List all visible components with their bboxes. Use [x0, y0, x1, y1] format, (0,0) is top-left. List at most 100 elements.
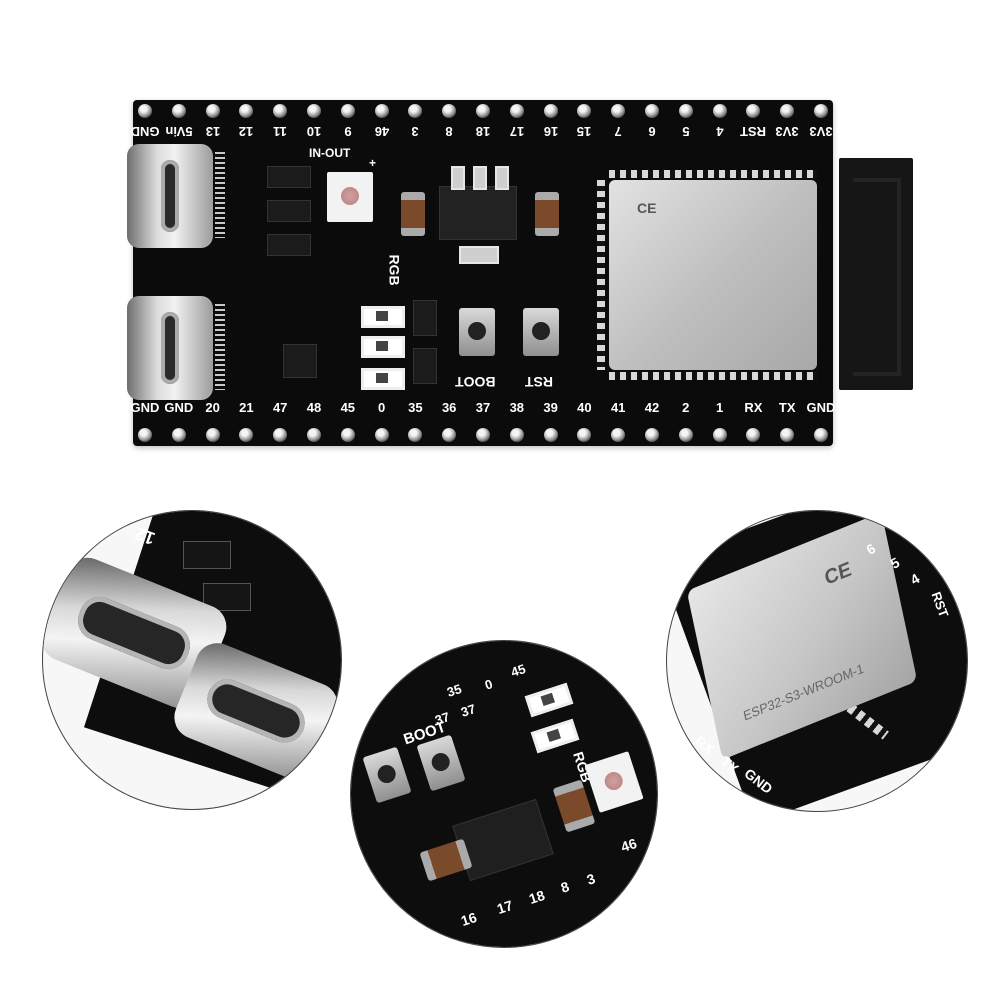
detail-module: CE ESP32-S3-WROOM-1 6 5 4 RST RX TX GND — [666, 510, 968, 812]
pin-label: GND — [130, 400, 160, 415]
header-pin — [205, 428, 220, 442]
module-pads-bottom — [609, 372, 817, 380]
header-pin — [273, 104, 288, 118]
pin-label: 2 — [682, 400, 690, 415]
module-shield: CE — [609, 180, 817, 370]
pin-label: 40 — [577, 400, 592, 415]
usb-c-port-2 — [127, 296, 213, 400]
pin-label: 39 — [543, 400, 558, 415]
header-pins-top — [138, 100, 828, 122]
header-pin — [746, 104, 761, 118]
diode-1 — [267, 166, 311, 188]
status-led-1 — [361, 306, 405, 328]
reset-button[interactable] — [523, 308, 559, 356]
pin-label: TX — [778, 400, 796, 415]
usb-port-2-pins — [215, 304, 225, 390]
header-pin — [645, 428, 659, 442]
detail-silk-rx: RX — [692, 732, 718, 758]
pin-label: 47 — [272, 400, 288, 415]
pin-label: 48 — [306, 400, 322, 415]
detail-buttons: 37 37 35 0 45 BOOT RGB 16 17 18 8 3 46 — [350, 640, 658, 948]
header-pin — [577, 428, 592, 442]
esp32-module: CE — [597, 170, 829, 380]
header-pin — [509, 104, 524, 118]
pin-label: 42 — [644, 400, 660, 415]
transistor-2 — [413, 348, 437, 384]
header-pin — [273, 428, 288, 442]
header-pin — [239, 104, 254, 118]
pin-label: 18 — [475, 124, 491, 139]
header-pin — [442, 104, 457, 118]
pin-label: 16 — [543, 124, 558, 139]
header-pin — [678, 104, 693, 118]
header-pin — [205, 104, 220, 118]
header-pin — [307, 104, 321, 118]
regulator-tab — [459, 246, 499, 264]
header-pin — [645, 104, 659, 118]
header-pin — [814, 104, 828, 118]
header-pin — [543, 428, 558, 442]
pin-label: 12 — [239, 124, 254, 139]
pin-label: 38 — [509, 400, 525, 415]
header-pin — [509, 428, 524, 442]
detail-ce-mark: CE — [822, 557, 854, 591]
pin-label: 6 — [648, 124, 656, 139]
pin-label: 37 — [475, 400, 491, 415]
header-pin — [239, 428, 254, 442]
header-pin — [307, 428, 321, 442]
regulator-pin-3 — [495, 166, 509, 190]
header-pin — [442, 428, 457, 442]
pin-label: 8 — [445, 124, 453, 139]
diode-3 — [267, 234, 311, 256]
detail-diode-1 — [183, 541, 231, 569]
pin-label: GND — [130, 124, 160, 139]
pin-label: 3V3 — [775, 124, 799, 139]
header-pin — [746, 428, 761, 442]
pin-label: 7 — [614, 124, 622, 139]
pin-label: RST — [740, 124, 767, 139]
header-pin — [611, 104, 626, 118]
header-pin — [138, 428, 152, 442]
pin-label: 15 — [577, 124, 592, 139]
diode-2 — [267, 200, 311, 222]
pin-label: 13 — [205, 124, 220, 139]
pin-label: 4 — [715, 124, 724, 139]
usb-c-port-1 — [127, 144, 213, 248]
header-pin — [611, 428, 626, 442]
header-pin — [712, 104, 727, 118]
pin-label: 21 — [239, 400, 254, 415]
silk-rst: RST — [525, 374, 553, 390]
header-pin — [780, 428, 795, 442]
pin-label: GND — [164, 400, 194, 415]
voltage-regulator — [439, 186, 517, 240]
header-pin — [340, 428, 355, 442]
pin-label: 9 — [344, 124, 352, 139]
pin-label: 3V3 — [809, 124, 833, 139]
header-pin — [138, 104, 152, 118]
capacitor-1 — [401, 192, 425, 236]
header-pin — [678, 428, 693, 442]
pin-label: 41 — [610, 400, 626, 415]
pin-label: 35 — [408, 400, 423, 415]
header-pin — [814, 428, 828, 442]
pin-label: 1 — [715, 400, 724, 415]
header-pin — [476, 428, 490, 442]
ce-mark: CE — [637, 200, 657, 216]
usb-hub-ic — [283, 344, 317, 378]
pin-label: RX — [744, 400, 763, 415]
header-pin — [543, 104, 558, 118]
header-pins-bottom — [138, 424, 828, 446]
pin-label: 36 — [441, 400, 457, 415]
boot-button[interactable] — [459, 308, 495, 356]
header-pin — [374, 428, 389, 442]
pin-label: 46 — [374, 124, 389, 139]
pin-label: 45 — [340, 400, 356, 415]
usb-port-1-pins — [215, 152, 225, 238]
silk-plus: + — [369, 156, 377, 170]
capacitor-2 — [535, 192, 559, 236]
pin-label: 20 — [205, 400, 220, 415]
header-pin — [476, 104, 490, 118]
